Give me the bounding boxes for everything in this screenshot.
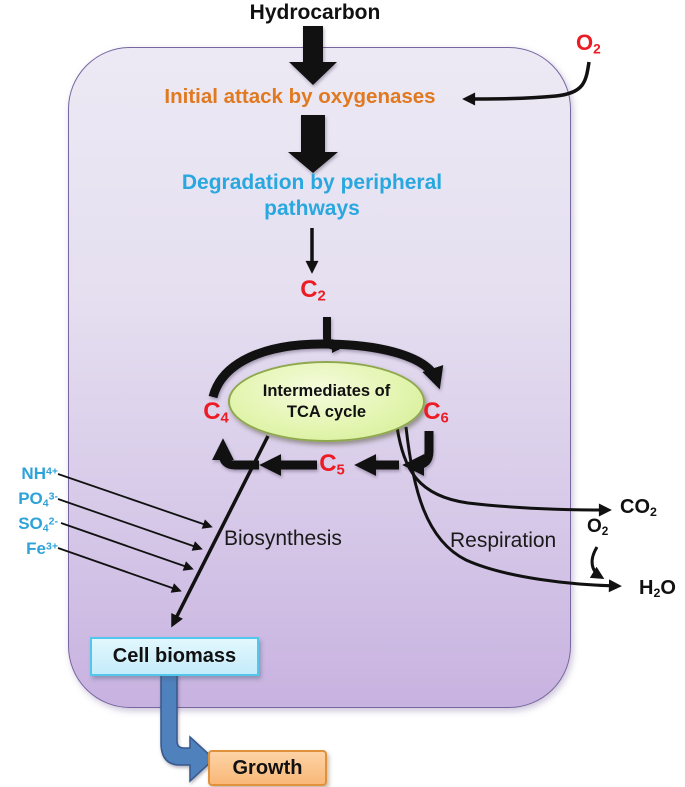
h2o-label: H2O — [639, 577, 676, 600]
arrow-up-to-c4 — [212, 438, 259, 470]
ion-nh4-label: NH4+ — [0, 464, 58, 484]
arrow-biosynthesis-to-biomass — [171, 435, 270, 628]
c2-node: C2 — [293, 276, 333, 305]
c6-node: C6 — [416, 398, 456, 427]
arrow-fe3 — [57, 547, 182, 593]
arrow-cycle-top-arc — [208, 339, 444, 399]
fe3-base: Fe — [26, 539, 46, 558]
arrow-to-co2 — [395, 426, 612, 517]
c5-node: C5 — [312, 450, 352, 479]
arrow-o2-to-h2o — [589, 546, 605, 580]
arrow-nh4 — [57, 473, 213, 529]
initial-attack-label: Initial attack by oxygenases — [164, 85, 436, 108]
o2-right-label: O2 — [587, 516, 608, 538]
so4-sup: 2- — [48, 515, 58, 528]
so4-sub: 4 — [42, 522, 49, 535]
ion-fe3-label: Fe3+ — [0, 539, 58, 559]
co2-base: CO — [620, 496, 650, 518]
c6-base: C — [423, 398, 441, 425]
tca-cycle-arrows — [208, 317, 444, 476]
o2-top-sub: 2 — [593, 41, 601, 57]
ion-arrows — [57, 473, 213, 593]
h2o-base2: O — [660, 577, 676, 599]
so4-base: SO — [18, 514, 43, 533]
o2-top-label: O2 — [576, 30, 601, 56]
co2-sub: 2 — [650, 505, 657, 520]
cell-biomass-label: Cell biomass — [112, 645, 237, 667]
c2-base: C — [300, 276, 318, 303]
biosynthesis-label: Biosynthesis — [224, 527, 342, 550]
hydrocarbon-label: Hydrocarbon — [249, 1, 381, 24]
cell-biomass-box: Cell biomass — [90, 637, 259, 676]
h2o-base: H — [639, 577, 654, 599]
o2-right-base: O — [587, 516, 602, 537]
growth-box: Growth — [208, 750, 327, 786]
c4-sub: 4 — [220, 410, 229, 427]
c5-base: C — [319, 450, 337, 477]
ion-so4-label: SO42- — [0, 514, 58, 535]
po4-sub: 4 — [42, 497, 49, 510]
arrow-hydrocarbon-to-initial — [289, 26, 337, 85]
fe3-sup: 3+ — [45, 540, 58, 553]
nh4-base: NH — [21, 464, 46, 483]
arrow-so4 — [60, 522, 194, 571]
block-arrows — [288, 26, 338, 173]
po4-sup: 3- — [48, 490, 58, 503]
arrow-biomass-to-growth — [160, 669, 216, 783]
o2-top-base: O — [576, 30, 594, 55]
arrow-o2-to-initial-attack — [462, 61, 591, 106]
po4-base: PO — [18, 489, 43, 508]
respiration-lines — [395, 426, 622, 593]
h2o-sub: 2 — [653, 586, 661, 601]
nh4-sup: 4+ — [45, 465, 58, 478]
c4-base: C — [203, 398, 221, 425]
co2-label: CO2 — [620, 496, 657, 519]
tca-intermediates-ellipse: Intermediates of TCA cycle — [228, 361, 425, 442]
degradation-label: Degradation by peripheral pathways — [181, 171, 443, 221]
arrow-initial-to-degradation — [288, 115, 338, 173]
o2-right-sub: 2 — [601, 524, 609, 538]
arrow-to-h2o — [404, 426, 622, 593]
respiration-label: Respiration — [450, 529, 557, 552]
c5-sub: 5 — [336, 462, 345, 479]
tca-label: Intermediates of TCA cycle — [262, 382, 391, 421]
arrow-c6-down — [402, 431, 434, 476]
arrow-po4 — [57, 498, 203, 551]
ion-po4-label: PO43- — [0, 489, 58, 510]
growth-label: Growth — [232, 756, 303, 779]
c4-node: C4 — [196, 398, 236, 427]
c6-sub: 6 — [440, 410, 449, 427]
c2-sub: 2 — [317, 288, 326, 305]
